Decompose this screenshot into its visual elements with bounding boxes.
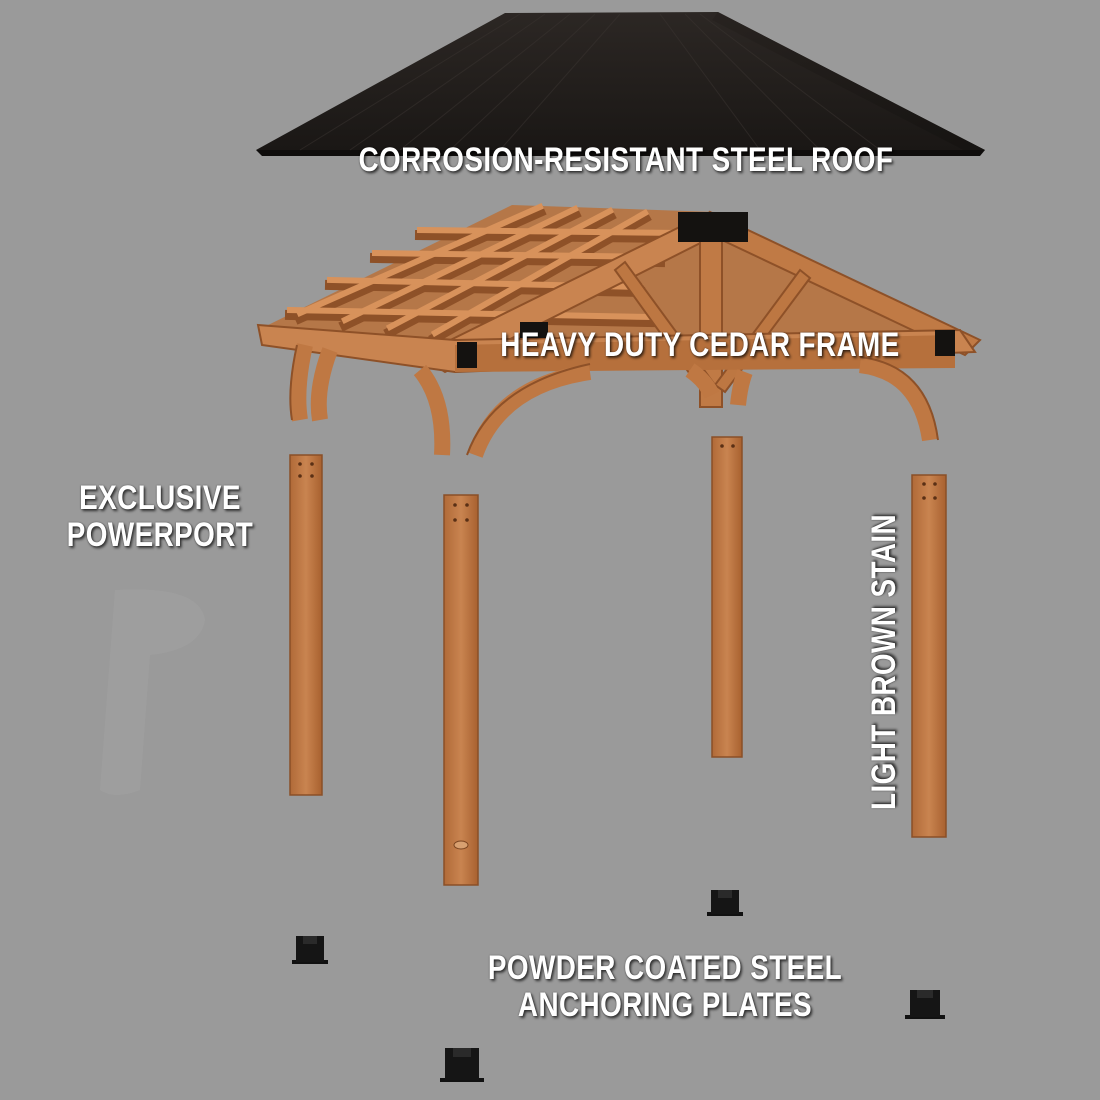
label-anchoring-plates: POWDER COATED STEEL ANCHORING PLATES bbox=[468, 949, 862, 1025]
anchoring-plates bbox=[292, 890, 945, 1082]
post-right bbox=[911, 474, 947, 838]
plate-left bbox=[292, 936, 328, 964]
label-plates-line1: POWDER COATED STEEL bbox=[487, 949, 843, 987]
plate-front-center bbox=[440, 1048, 484, 1082]
cedar-frame bbox=[256, 203, 982, 458]
label-plates-line2: ANCHORING PLATES bbox=[517, 986, 813, 1025]
label-powerport-line1: EXCLUSIVE bbox=[79, 479, 241, 517]
label-powerport-line2: POWERPORT bbox=[66, 516, 254, 555]
steel-roof bbox=[256, 12, 985, 156]
post-back-center bbox=[711, 436, 743, 758]
cedar-posts bbox=[289, 436, 947, 886]
post-front-left bbox=[289, 454, 323, 796]
label-cedar-frame: HEAVY DUTY CEDAR FRAME bbox=[500, 326, 900, 364]
plate-right bbox=[905, 990, 945, 1019]
post-front-center bbox=[443, 494, 479, 886]
label-powerport: EXCLUSIVE POWERPORT bbox=[62, 479, 259, 555]
label-light-brown-stain: LIGHT BROWN STAIN bbox=[865, 513, 903, 810]
powerport-ghost bbox=[100, 589, 205, 795]
label-steel-roof: CORROSION-RESISTANT STEEL ROOF bbox=[358, 141, 894, 179]
plate-back-center bbox=[707, 890, 743, 916]
